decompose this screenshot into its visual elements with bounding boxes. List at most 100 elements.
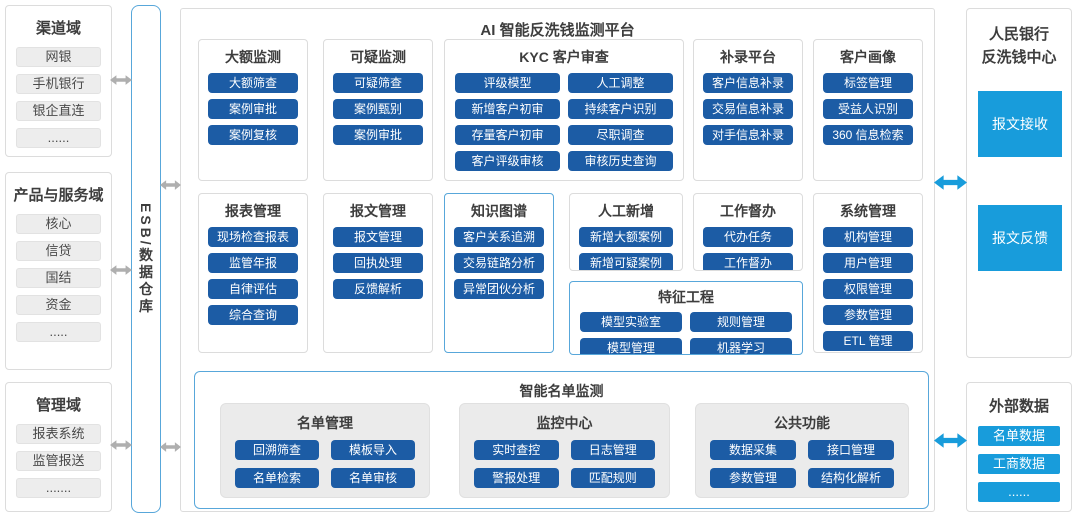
group-suspicious-monitoring: 可疑监测 可疑筛查案例甄别案例审批: [323, 39, 433, 181]
module-chip-list: 新增大额案例新增可疑案例: [570, 227, 682, 270]
data-flow-arrow-platform-external: [934, 433, 967, 448]
module-chip: 名单检索: [235, 468, 319, 488]
domain-item: 银企直连: [16, 101, 101, 121]
module-chip: 参数管理: [823, 305, 913, 325]
module-chip: 审核历史查询: [568, 151, 673, 171]
panel-title-line2: 反洗钱中心: [981, 49, 1057, 67]
module-chip: 数据采集: [710, 440, 796, 460]
module-chip: 尽职调查: [568, 125, 673, 145]
module-chip: 存量客户初审: [455, 125, 560, 145]
domain-item: ......: [16, 128, 101, 148]
group-message-management: 报文管理 报文管理回执处理反馈解析: [323, 193, 433, 353]
module-chip: 综合查询: [208, 305, 298, 325]
module-chip-list: 客户信息补录交易信息补录对手信息补录: [694, 73, 802, 145]
domain-item: .....: [16, 322, 101, 342]
module-chip-list: 评级模型人工调整新增客户初审持续客户识别存量客户初审尽职调查客户评级审核审核历史…: [445, 73, 683, 171]
domain-item: 国结: [16, 268, 101, 288]
platform-title: AI 智能反洗钱监测平台: [480, 22, 635, 39]
external-data-list: 名单数据工商数据......: [967, 426, 1071, 502]
data-flow-arrow-product-esb: [110, 265, 132, 275]
data-flow-arrow-platform-pboc: [934, 175, 967, 190]
domain-item-list: 核心信贷国结资金.....: [6, 214, 111, 342]
panel-title-line1: 人民银行: [988, 26, 1049, 43]
module-chip: 接口管理: [808, 440, 894, 460]
module-chip: 360 信息检索: [823, 125, 913, 145]
panel-title: 人民银行 反洗钱中心: [967, 23, 1071, 70]
channel-domain-panel: 渠道域 网银手机银行银企直连......: [5, 5, 112, 157]
module-chip: 标签管理: [823, 73, 913, 93]
group-title: 补录平台: [720, 49, 776, 65]
esb-data-warehouse-bar: ESB/数据仓库: [131, 5, 161, 513]
module-chip-list: 数据采集接口管理参数管理结构化解析: [696, 440, 908, 488]
message-receive-block: 报文接收: [978, 91, 1062, 157]
module-chip: 案例复核: [208, 125, 298, 145]
module-chip: 持续客户识别: [568, 99, 673, 119]
domain-item: 报表系统: [16, 424, 101, 444]
module-chip: 匹配规则: [570, 468, 655, 488]
group-title: 大额监测: [225, 49, 281, 65]
module-chip: 用户管理: [823, 253, 913, 273]
group-report-management: 报表管理 现场检查报表监管年报自律评估综合查询: [198, 193, 308, 353]
module-chip-list: 报文管理回执处理反馈解析: [324, 227, 432, 299]
module-chip: 代办任务: [703, 227, 793, 247]
external-data-item: ......: [978, 482, 1060, 502]
module-chip: 实时查控: [474, 440, 559, 460]
data-flow-arrow-esb-platform-bottom: [160, 442, 181, 452]
group-manual-add: 人工新增 新增大额案例新增可疑案例: [569, 193, 683, 271]
module-chip: 回溯筛查: [235, 440, 319, 460]
module-chip: 客户信息补录: [703, 73, 793, 93]
domain-item: 核心: [16, 214, 101, 234]
module-chip: 新增可疑案例: [579, 253, 673, 270]
data-flow-arrow-esb-platform-top: [160, 180, 181, 190]
module-chip: 大额筛查: [208, 73, 298, 93]
group-work-supervision: 工作督办 代办任务工作督办: [693, 193, 803, 271]
module-chip: 交易信息补录: [703, 99, 793, 119]
subgroup-common-functions: 公共功能 数据采集接口管理参数管理结构化解析: [695, 403, 909, 498]
group-title: 报表管理: [225, 203, 281, 219]
panel-title: 外部数据: [988, 398, 1049, 415]
module-chip: 案例审批: [208, 99, 298, 119]
module-chip: 名单审核: [331, 468, 415, 488]
module-chip: 机构管理: [823, 227, 913, 247]
domain-item: 手机银行: [16, 74, 101, 94]
module-chip: 受益人识别: [823, 99, 913, 119]
module-chip: 新增大额案例: [579, 227, 673, 247]
module-chip: 现场检查报表: [208, 227, 298, 247]
domain-item: 信贷: [16, 241, 101, 261]
subgroup-title: 公共功能: [774, 415, 830, 431]
domain-title: 产品与服务域: [13, 187, 104, 204]
panel-title: 智能名单监测: [519, 383, 604, 399]
esb-label: ESB/数据仓库: [138, 202, 154, 316]
domain-item: 网银: [16, 47, 101, 67]
module-chip-list: 标签管理受益人识别 360 信息检索: [814, 73, 922, 145]
module-chip: 权限管理: [823, 279, 913, 299]
ai-aml-platform-panel: AI 智能反洗钱监测平台 大额监测 大额筛查案例审批案例复核 可疑监测 可疑筛查…: [180, 8, 935, 512]
domain-item: 监管报送: [16, 451, 101, 471]
module-chip: 结构化解析: [808, 468, 894, 488]
group-title: 特征工程: [658, 289, 714, 305]
group-kyc-review: KYC 客户审查 评级模型人工调整新增客户初审持续客户识别存量客户初审尽职调查客…: [444, 39, 684, 181]
group-supplement-platform: 补录平台 客户信息补录交易信息补录对手信息补录: [693, 39, 803, 181]
module-chip: 报文管理: [333, 227, 423, 247]
module-chip: 工作督办: [703, 253, 793, 270]
group-knowledge-graph: 知识图谱 客户关系追溯交易链路分析异常团伙分析: [444, 193, 554, 353]
module-chip: 模型实验室: [580, 312, 682, 332]
product-service-domain-panel: 产品与服务域 核心信贷国结资金.....: [5, 172, 112, 370]
domain-title: 管理域: [35, 397, 81, 414]
external-data-panel: 外部数据 名单数据工商数据......: [966, 382, 1072, 512]
module-chip: 规则管理: [690, 312, 792, 332]
group-title: 可疑监测: [350, 49, 406, 65]
module-chip: 回执处理: [333, 253, 423, 273]
module-chip: 异常团伙分析: [454, 279, 544, 299]
subgroup-list-management: 名单管理 回溯筛查模板导入名单检索名单审核: [220, 403, 430, 498]
module-chip: 警报处理: [474, 468, 559, 488]
subgroup-title: 名单管理: [297, 415, 353, 431]
external-data-item: 工商数据: [978, 454, 1060, 474]
domain-item-list: 报表系统监管报送.......: [6, 424, 111, 498]
subgroup-title: 监控中心: [536, 415, 593, 431]
module-chip: 机器学习: [690, 338, 792, 354]
module-chip: 交易链路分析: [454, 253, 544, 273]
